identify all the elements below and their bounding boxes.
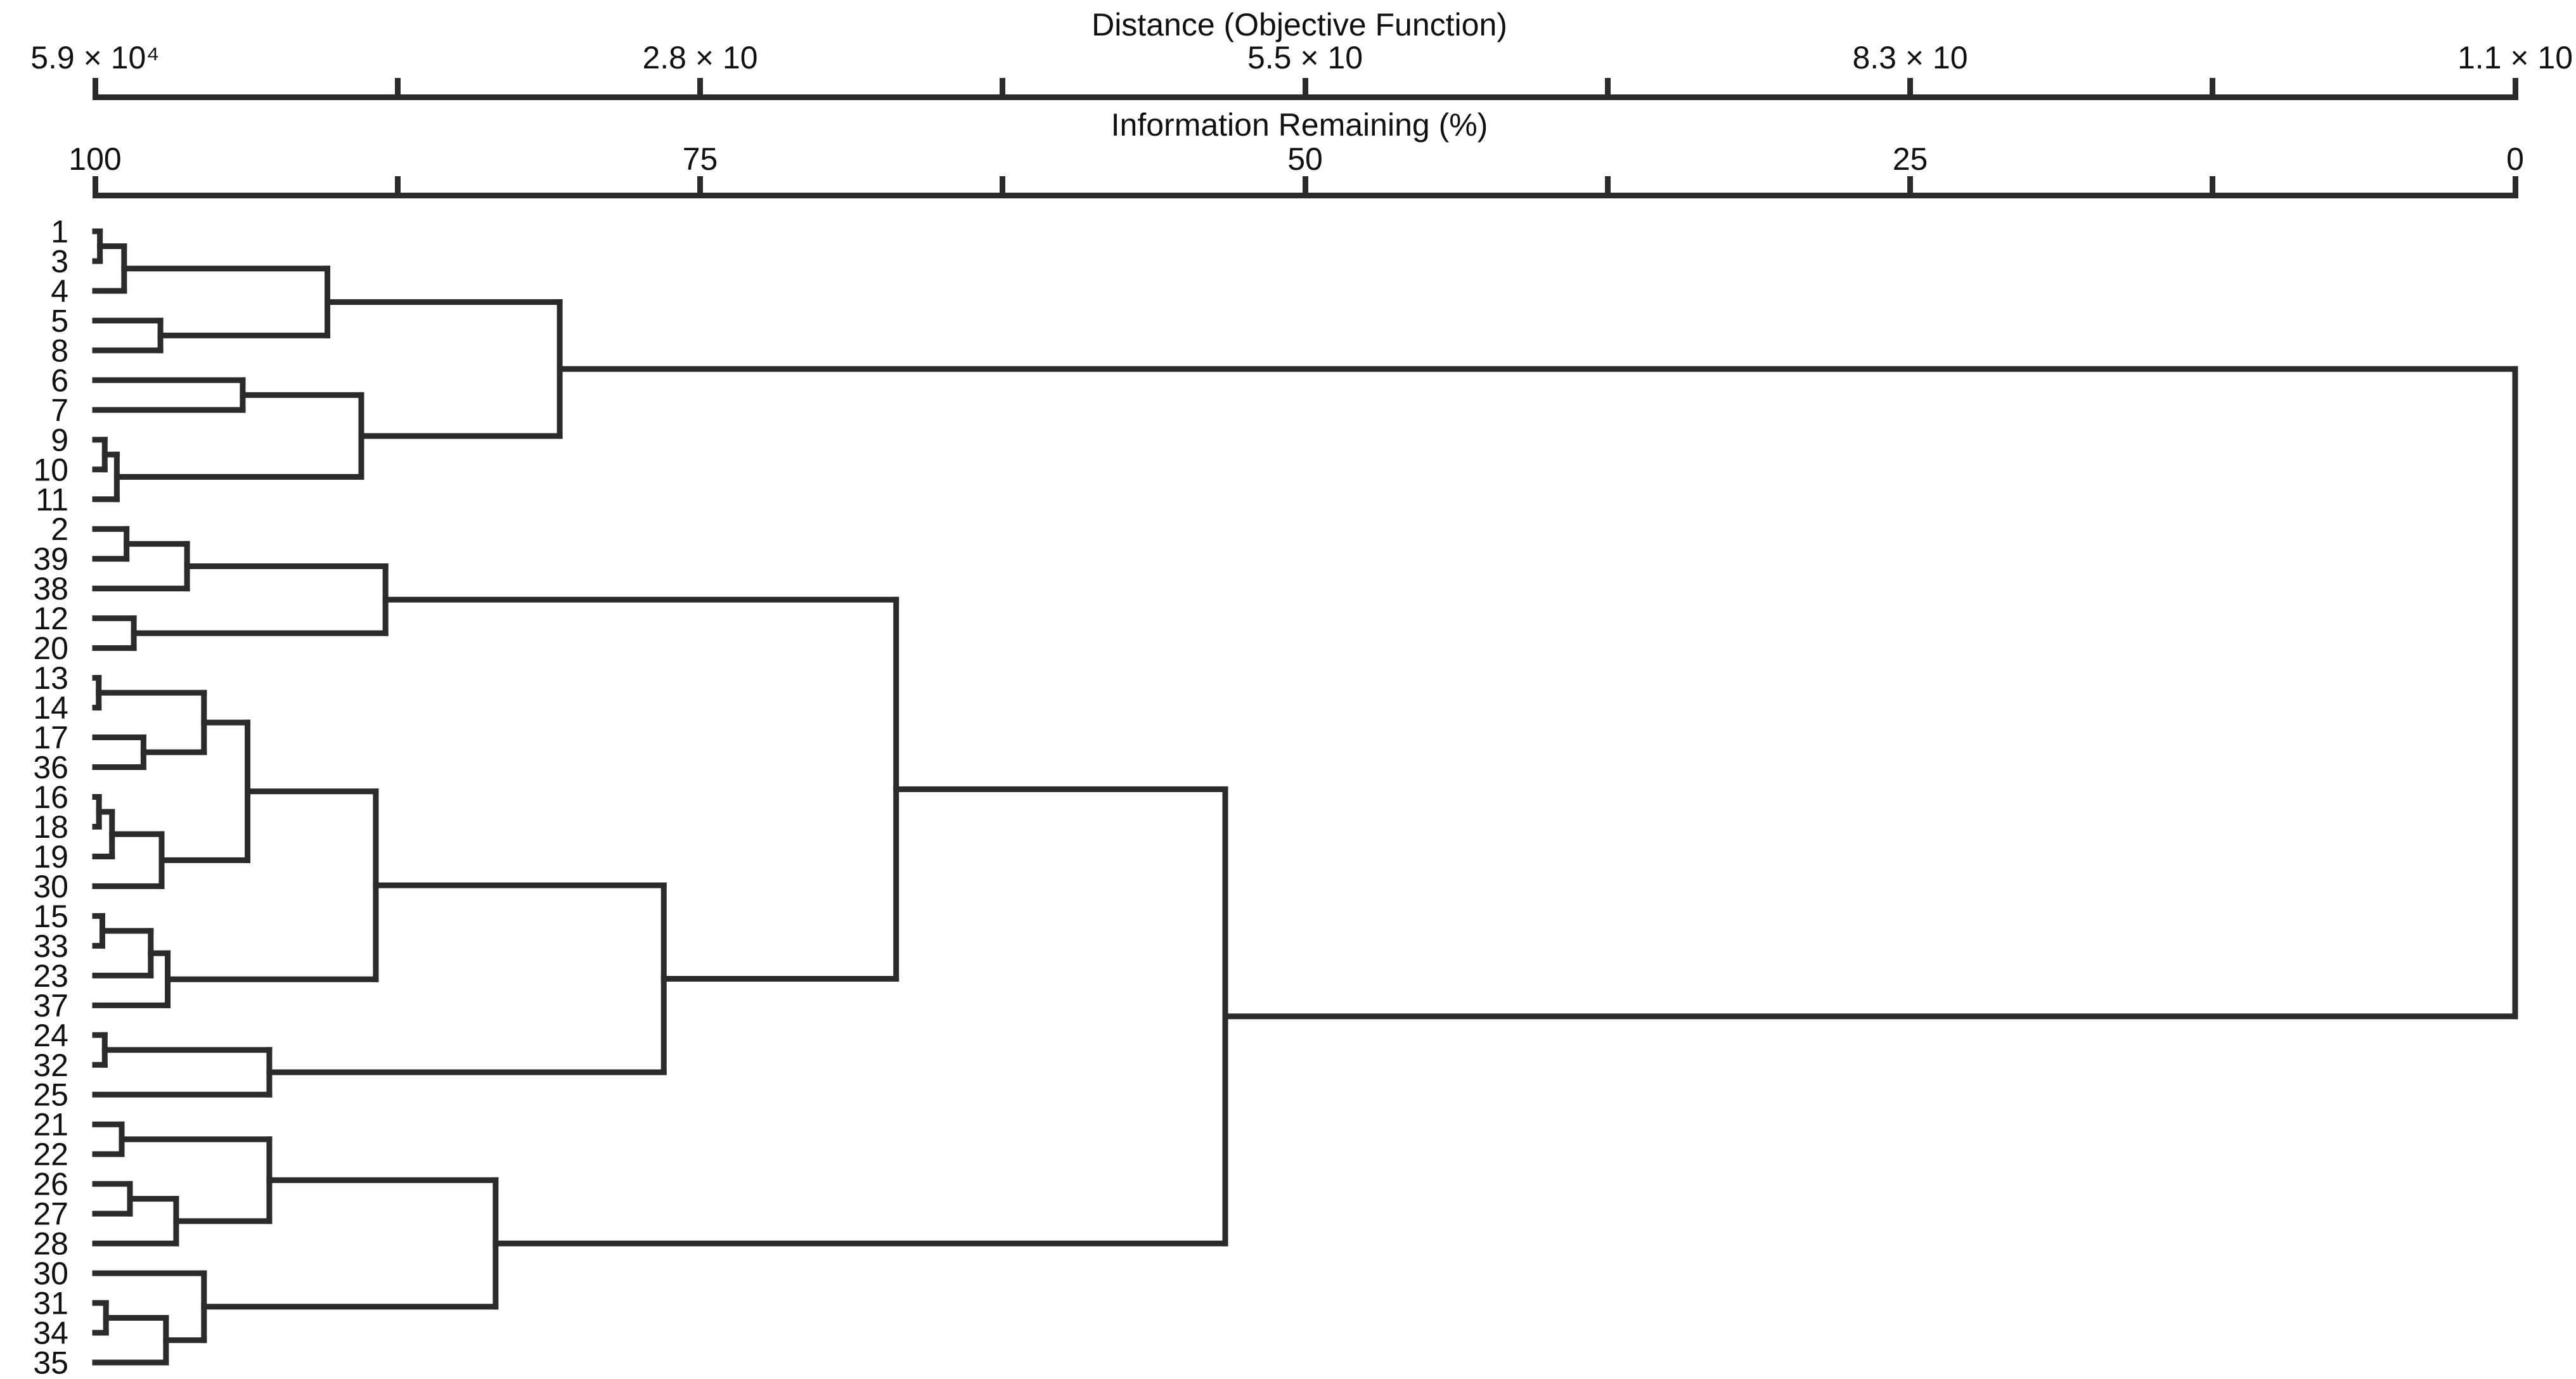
- leaf-label: 30: [33, 869, 68, 904]
- leaf-label: 13: [33, 660, 68, 696]
- leaf-label: 14: [33, 690, 68, 726]
- leaf-label: 19: [33, 839, 68, 875]
- leaf-label: 32: [33, 1048, 68, 1083]
- info-axis-tick-label: 0: [2506, 141, 2524, 177]
- leaf-label: 1: [51, 214, 68, 250]
- info-axis-tick-label: 75: [682, 141, 718, 177]
- distance-axis-tick-label: 1.1 × 10: [2457, 40, 2573, 75]
- leaf-label: 11: [35, 482, 68, 517]
- leaf-label: 9: [51, 422, 68, 458]
- leaf-label: 24: [33, 1018, 68, 1053]
- info-axis-tick: [92, 176, 98, 198]
- leaf-label: 28: [33, 1226, 68, 1262]
- leaf-label: 4: [51, 273, 68, 309]
- distance-axis-tick: [697, 78, 703, 100]
- leaf-label: 17: [33, 720, 68, 755]
- distance-axis-tick-label: 2.8 × 10: [642, 40, 758, 75]
- leaf-label: 6: [51, 362, 68, 398]
- leaf-label: 30: [33, 1256, 68, 1292]
- leaf-label: 37: [33, 988, 68, 1023]
- leaf-label: 23: [33, 958, 68, 994]
- info-axis-tick-label: 50: [1287, 141, 1323, 177]
- info-axis-tick: [1907, 176, 1913, 198]
- info-axis-tick: [2210, 176, 2216, 198]
- leaf-label: 31: [33, 1286, 68, 1321]
- leaf-label: 39: [33, 541, 68, 577]
- info-axis-tick: [2512, 176, 2518, 198]
- leaf-label: 27: [33, 1196, 68, 1232]
- leaf-label: 12: [33, 601, 68, 636]
- leaf-label: 33: [33, 928, 68, 964]
- leaf-label: 7: [51, 392, 68, 428]
- leaf-label: 18: [33, 809, 68, 845]
- leaf-label: 2: [51, 511, 68, 547]
- leaf-label: 10: [33, 452, 68, 487]
- leaf-label: 22: [33, 1137, 68, 1172]
- leaf-label: 21: [33, 1107, 68, 1143]
- info-axis-title: Information Remaining (%): [1111, 107, 1488, 143]
- leaf-label: 36: [33, 750, 68, 785]
- leaf-label: 34: [33, 1316, 68, 1351]
- leaf-label: 20: [33, 631, 68, 666]
- leaf-label: 15: [33, 899, 68, 934]
- info-axis-tick-label: 100: [68, 141, 122, 177]
- distance-axis-tick: [2210, 78, 2216, 100]
- distance-axis-tick-label: 8.3 × 10: [1852, 40, 1968, 75]
- info-axis-tick: [1000, 176, 1006, 198]
- distance-axis-tick: [1907, 78, 1913, 100]
- distance-axis-tick: [1000, 78, 1006, 100]
- leaf-label: 26: [33, 1167, 68, 1202]
- distance-axis-tick: [1604, 78, 1611, 100]
- leaf-label: 5: [51, 303, 68, 338]
- distance-axis-tick: [92, 78, 98, 100]
- distance-axis-tick-label: 5.9 × 10⁴: [30, 40, 160, 75]
- leaf-label: 25: [33, 1077, 68, 1113]
- leaf-label: 3: [51, 243, 68, 279]
- info-axis-tick: [1302, 176, 1308, 198]
- info-axis-tick: [697, 176, 703, 198]
- distance-axis-tick: [2512, 78, 2518, 100]
- info-axis-tick: [394, 176, 401, 198]
- leaf-label: 38: [33, 571, 68, 606]
- leaf-label: 35: [33, 1345, 68, 1379]
- distance-axis-title: Distance (Objective Function): [1092, 7, 1507, 42]
- leaf-label: 8: [51, 333, 68, 368]
- info-axis-tick-label: 25: [1892, 141, 1928, 177]
- leaf-label: 16: [33, 779, 68, 815]
- info-axis-tick: [1604, 176, 1611, 198]
- distance-axis-tick: [394, 78, 401, 100]
- distance-axis-tick-label: 5.5 × 10: [1247, 40, 1363, 75]
- distance-axis-tick: [1302, 78, 1308, 100]
